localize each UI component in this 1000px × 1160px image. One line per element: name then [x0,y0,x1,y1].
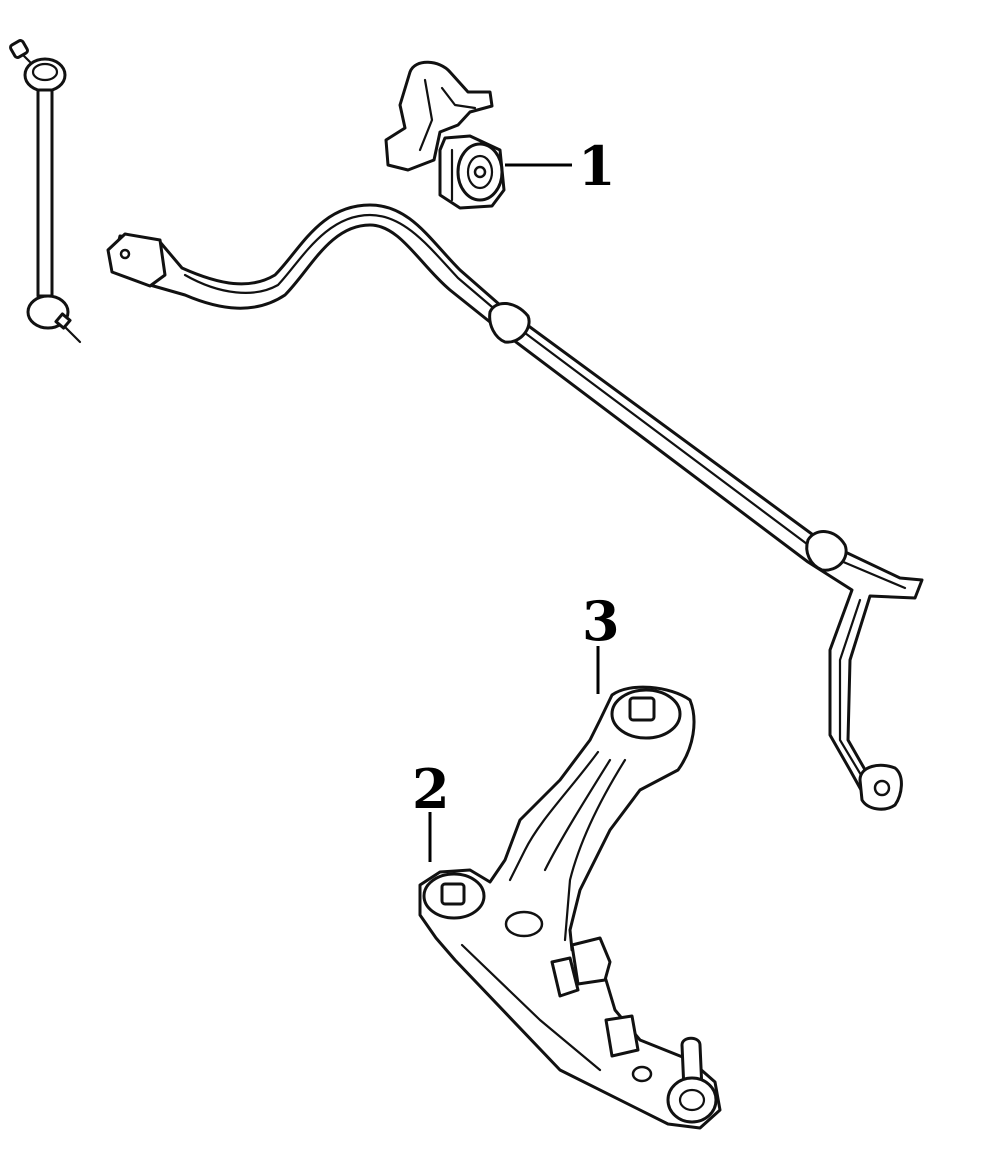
stabilizer-bar [106,203,924,811]
callout-2: 2 [412,757,450,821]
bushing-bracket-part-1 [384,60,506,210]
lower-control-arm [418,685,722,1130]
callout-3: 3 [582,589,620,653]
stabilizer-link [9,39,82,344]
callout-1: 1 [578,134,616,198]
